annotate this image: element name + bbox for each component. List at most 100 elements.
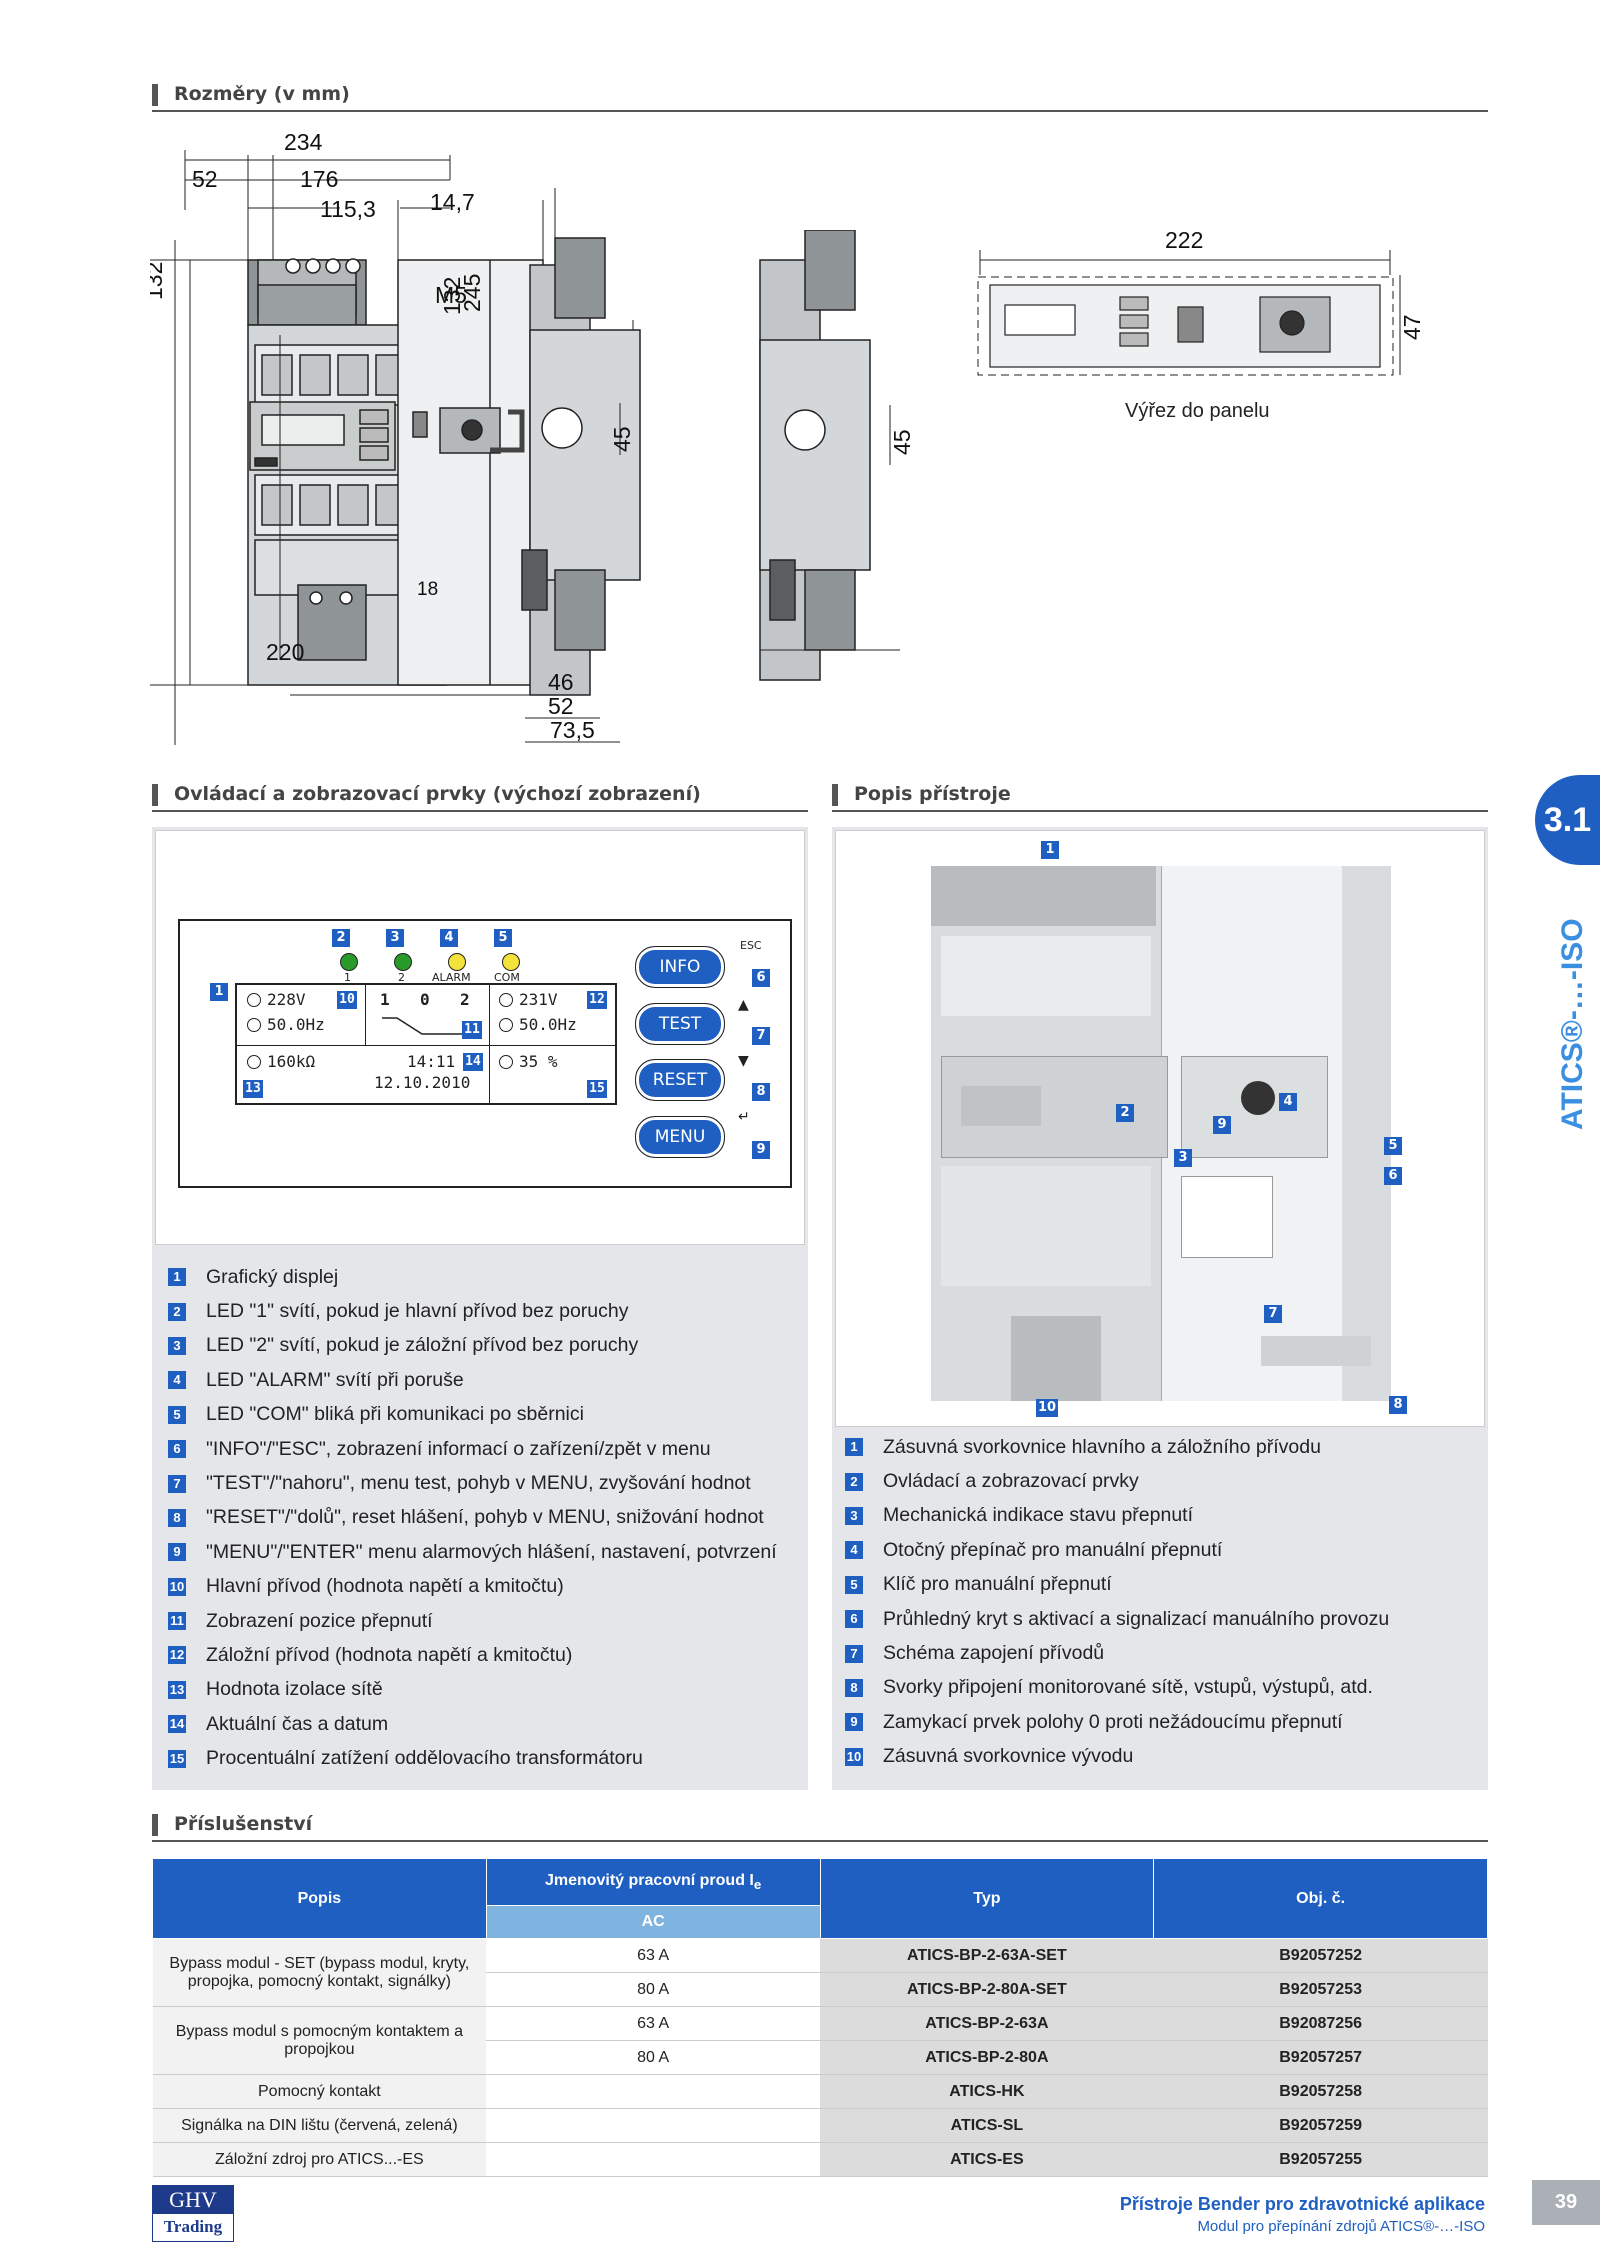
device-photo-frame: 1 2 3 4 5 6 7 8 9 10 — [835, 830, 1485, 1427]
table-row: Bypass modul s pomocným kontaktem a prop… — [152, 2006, 1488, 2075]
header-order: Obj. č. — [1153, 1858, 1488, 1939]
cell-order: B92057253 — [1153, 1972, 1488, 2007]
section-header-controls: Ovládací a zobrazovací prvky (výchozí zo… — [152, 780, 808, 812]
dim-222: 222 — [1165, 227, 1203, 253]
switch-symbol — [382, 1017, 472, 1035]
dim-45-side: 45 — [889, 429, 915, 455]
controls-figure: 2 3 4 5 1 2 ALARM COM 1 228V 10 — [155, 830, 805, 1245]
dim-220: 220 — [266, 639, 304, 665]
info-button[interactable]: INFO — [635, 946, 725, 988]
header-ac: AC — [485, 1905, 821, 1939]
test-button[interactable]: TEST — [635, 1003, 725, 1045]
side-view-drawing: 45 — [759, 230, 915, 681]
tag-1: 1 — [210, 983, 228, 1001]
cell-current: 63 A — [486, 1938, 820, 1973]
reset-button[interactable]: RESET — [635, 1059, 725, 1101]
accessories-table: Popis Jmenovitý pracovní proud Ie Typ Ob… — [152, 1858, 1488, 2177]
tag-5: 5 — [494, 929, 512, 947]
panel-cutout-drawing: 222 47 — [977, 227, 1425, 376]
led-label-com: COM — [494, 971, 520, 984]
cell-current: 63 A — [486, 2006, 820, 2041]
lcd-dot — [499, 993, 513, 1007]
switch-label-0: 0 — [420, 990, 430, 1009]
section-bar — [152, 784, 158, 806]
cell-current — [486, 2108, 820, 2143]
side-dimensions — [525, 403, 621, 743]
lcd-dot — [247, 1055, 261, 1069]
section-title: Rozměry (v mm) — [174, 83, 350, 105]
date-value: 12.10.2010 — [374, 1073, 471, 1092]
dim-234: 234 — [284, 129, 323, 155]
esc-label: ESC — [740, 939, 762, 952]
device-tag-3: 3 — [1174, 1149, 1192, 1167]
cell-type: ATICS-BP-2-80A-SET — [820, 1972, 1154, 2007]
load-value: 35 % — [519, 1052, 558, 1071]
cell-order: B92057252 — [1153, 1938, 1488, 1973]
cell-current: 80 A — [486, 2040, 820, 2075]
led-com — [502, 953, 520, 971]
device-tag-8: 8 — [1389, 1396, 1407, 1414]
header-desc: Popis — [152, 1858, 487, 1939]
table-row: Pomocný kontakt ATICS-HK B92057258 — [152, 2074, 1488, 2109]
section-bar — [152, 1814, 158, 1836]
dim-52: 52 — [192, 166, 218, 192]
up-arrow: ▲ — [738, 997, 749, 1013]
lcd-screen: 228V 10 50.0Hz 1 0 2 11 231V 12 50.0Hz 1… — [235, 983, 617, 1105]
cell-order: B92087256 — [1153, 2006, 1488, 2041]
cell-desc: Záložní zdroj pro ATICS...-ES — [152, 2142, 487, 2177]
device-tag-2: 2 — [1116, 1104, 1134, 1122]
main-freq: 50.0Hz — [267, 1015, 325, 1034]
cell-current — [486, 2142, 820, 2177]
tag-9: 9 — [752, 1141, 770, 1159]
table-row: Bypass modul - SET (bypass modul, kryty,… — [152, 1938, 1488, 2007]
tag-3: 3 — [386, 929, 404, 947]
cell-order: B92057255 — [1153, 2142, 1488, 2177]
legend-item: 8"RESET"/"dolů", reset hlášení, pohyb v … — [168, 1501, 798, 1535]
cell-current — [486, 2074, 820, 2109]
switch-label-2: 2 — [460, 990, 470, 1009]
section-title: Popis přístroje — [854, 783, 1011, 805]
section-header-accessories: Příslušenství — [152, 1810, 1488, 1842]
device-tag-7: 7 — [1264, 1305, 1282, 1323]
led-alarm — [448, 953, 466, 971]
dim-132b: 132 — [439, 277, 465, 315]
dim-47: 47 — [1399, 314, 1425, 340]
section-title: Ovládací a zobrazovací prvky (výchozí zo… — [174, 783, 701, 805]
down-arrow: ▼ — [738, 1053, 749, 1069]
dim-45: 45 — [609, 426, 635, 452]
menu-button[interactable]: MENU — [635, 1116, 725, 1158]
section-bar — [832, 784, 838, 806]
dim-m5: M5 — [435, 282, 467, 308]
tag-2: 2 — [332, 929, 350, 947]
tag-6: 6 — [752, 969, 770, 987]
device-front: 2 3 4 5 1 2 ALARM COM 1 228V 10 — [178, 919, 792, 1188]
tag-10: 10 — [337, 991, 357, 1009]
led-label-2: 2 — [398, 971, 405, 984]
device-photo — [931, 866, 1391, 1401]
svg-text:ATICS®-…-ISO: ATICS®-…-ISO — [1556, 918, 1589, 1130]
backup-freq: 50.0Hz — [519, 1015, 577, 1034]
section-header-dimensions: Rozměry (v mm) — [152, 80, 1488, 112]
lcd-dot — [247, 993, 261, 1007]
section-bar — [152, 84, 158, 106]
dim-115: 115,3 — [320, 196, 376, 222]
chapter-tab: 3.1 — [1535, 775, 1600, 865]
